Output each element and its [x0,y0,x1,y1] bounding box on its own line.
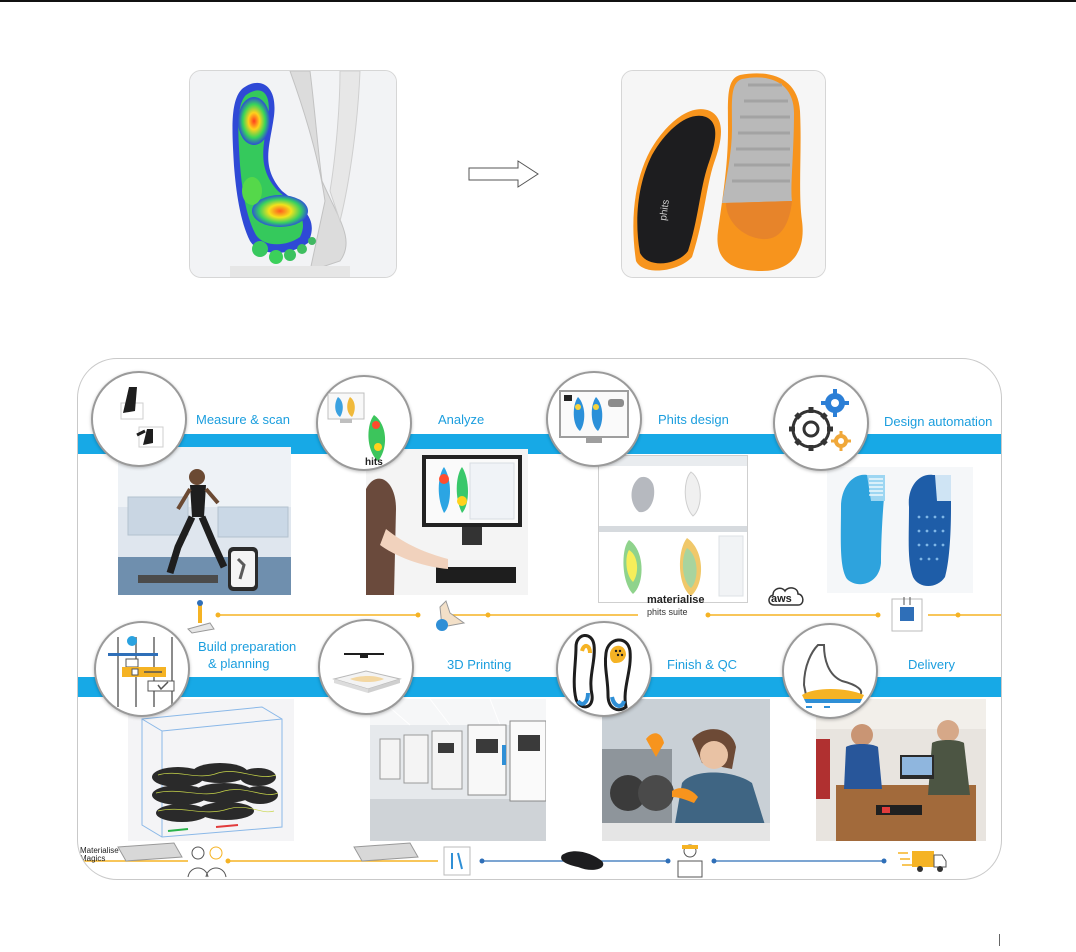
scanner-glyph [187,600,215,634]
phits-design-icon [546,371,642,467]
measure-scan-icon [91,371,187,467]
materialise-logo: materialise [647,594,705,606]
top-timeline [187,597,1001,634]
pressure-scan-image [189,70,397,278]
phits-insole-illustration: phits [622,71,825,277]
build-volume-render [128,699,294,841]
magics-logo-line-1: Materialise [80,846,119,855]
runner-scan-photo [118,447,291,595]
finishing-worker-photo [602,699,770,841]
step-label-finish-qc: Finish & QC [667,657,738,672]
magics-logo-line-2: Magics [80,854,106,863]
step-label-build-preparation: Build preparation [198,639,297,654]
build-preparation-icon [94,621,190,717]
phits-suite-text: phits suite [647,607,688,617]
right-arrow-icon [468,160,539,188]
aws-cloud-icon [768,587,804,606]
printing-factory-photo [370,699,546,841]
corner-tick [999,934,1000,946]
workflow-panel: Measure & scan Analyze Phits design Desi… [77,358,1002,880]
analyze-icon [316,375,412,471]
insole-product-image: phits [621,70,826,278]
step-label-design-automation: Design automation [884,414,993,429]
step-label-measure-scan: Measure & scan [196,412,290,427]
phits-design-software [598,455,748,603]
delivery-fitting-photo [816,699,986,841]
top-rule [0,0,1076,2]
phits-logo-overlay: hits [365,457,383,468]
step-label-delivery: Delivery [908,657,955,672]
finish-qc-insole-icon [556,621,652,717]
materialise-magics-logo: Materialise Magics [80,847,119,863]
foot-pressure-map [190,71,396,277]
step-label-phits-design: Phits design [658,412,729,427]
step-label-analyze: Analyze [438,412,485,427]
automated-insole-render [827,467,973,593]
bottom-process-band [78,677,1001,697]
top-process-band [78,434,1001,454]
bottom-timeline [78,842,947,878]
3d-printing-icon [318,619,414,715]
delivery-foot-icon [782,623,878,719]
svg-text:phits: phits [658,199,672,221]
gears-icon [773,375,869,471]
step-label-planning: & planning [208,656,270,671]
analyze-computer-photo [366,449,528,595]
step-label-3d-printing: 3D Printing [447,657,512,672]
aws-label: aws [771,593,792,605]
delivery-truck-icon [898,851,947,872]
